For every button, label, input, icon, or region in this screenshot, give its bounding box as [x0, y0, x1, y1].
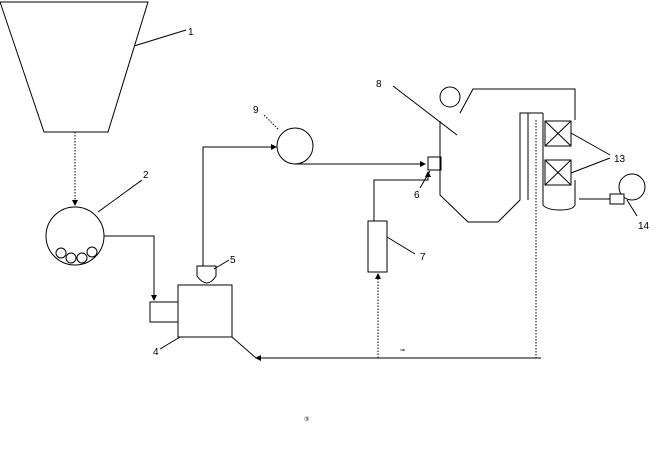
- return-line-to-unit4: [231, 336, 541, 359]
- air-preheater-7: [367, 220, 388, 273]
- leader-line-1: [133, 29, 187, 47]
- label-4: 4: [153, 347, 159, 358]
- leader-line-2: [97, 179, 143, 213]
- leader-line-9: [262, 113, 279, 130]
- leader-line-5: [213, 259, 230, 270]
- flue-back-pass: [527, 113, 576, 211]
- pipe-mill-to-unit4: [104, 235, 157, 301]
- label-13: 13: [614, 154, 626, 165]
- leader-line-14: [626, 199, 638, 217]
- label-5: 5: [230, 255, 236, 266]
- footer-mark: ③: [304, 416, 309, 423]
- label-9: 9: [253, 105, 259, 116]
- label-8: 8: [376, 79, 382, 90]
- hopper: [0, 1, 149, 133]
- catalyst-bed-upper: [544, 120, 572, 147]
- steam-drum: [439, 86, 461, 108]
- boiler-furnace-8: [439, 112, 543, 223]
- burner-unit: [177, 284, 233, 338]
- label-2: 2: [143, 170, 149, 181]
- flow-mark: ⇒: [400, 348, 405, 354]
- label-14: 14: [638, 221, 650, 232]
- ball-mill: [45, 206, 105, 266]
- leader-line-4: [159, 336, 181, 350]
- catalyst-bed-lower: [544, 159, 572, 186]
- leader-line-13b: [570, 157, 611, 174]
- leader-line-7: [386, 236, 416, 255]
- fan-14: [609, 173, 646, 205]
- pipe-unit5-to-fan9: [202, 144, 277, 266]
- fan-9: [276, 127, 314, 165]
- label-6: 6: [414, 190, 420, 201]
- leader-line-13a: [570, 132, 611, 156]
- separator-cap: [196, 265, 217, 284]
- flue-duct-top: [459, 88, 576, 120]
- label-7: 7: [420, 252, 426, 263]
- leader-line-8: [392, 85, 458, 136]
- label-1: 1: [188, 27, 194, 38]
- burner-nozzle-6: [427, 156, 442, 171]
- pipe-preheater-to-burner: [373, 171, 431, 221]
- burner-inlet-box: [149, 301, 179, 323]
